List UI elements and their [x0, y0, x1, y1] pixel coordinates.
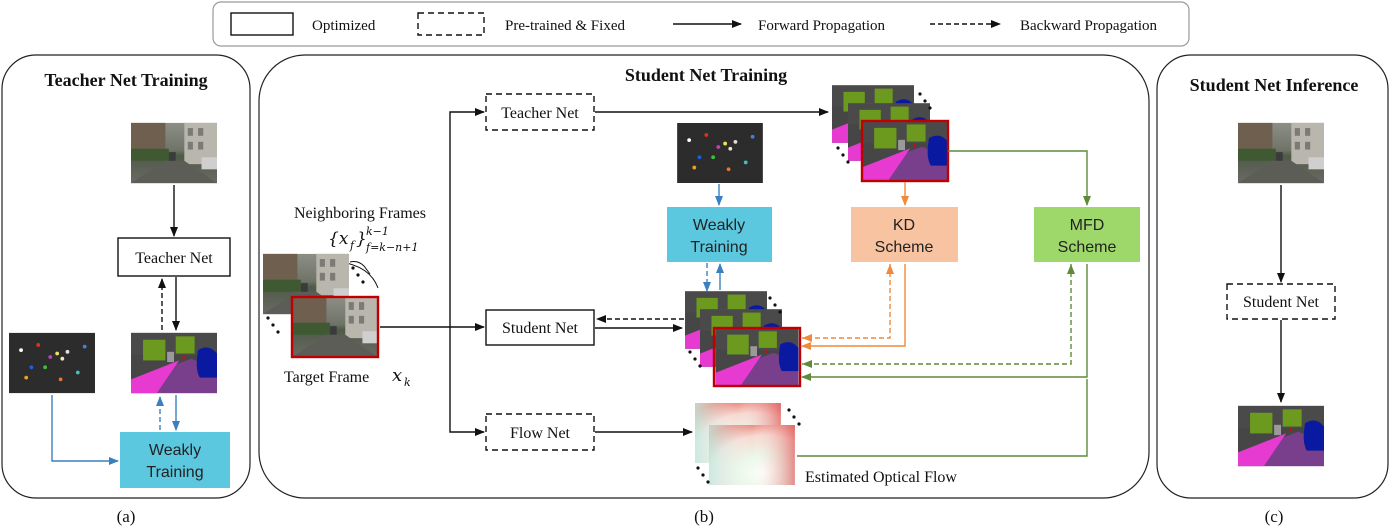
weakly-training-box	[667, 207, 772, 262]
arrow	[797, 379, 1088, 457]
panel-b-title: Student Net Training	[625, 65, 787, 85]
legend-forward: Forward Propagation	[758, 18, 886, 34]
arrow	[948, 150, 1091, 206]
panel-b: Student Net Training Neighboring Frames …	[258, 54, 1150, 526]
mfd-scheme-line2: Scheme	[1058, 239, 1117, 256]
weakly-training-box	[120, 432, 230, 488]
legend-pretrained: Pre-trained & Fixed	[505, 18, 625, 34]
flow-net-label: Flow Net	[510, 425, 571, 442]
panel-c-caption: (c)	[1265, 507, 1284, 526]
panel-b-caption: (b)	[694, 507, 714, 526]
panel-a-title: Teacher Net Training	[44, 70, 207, 90]
target-frame-label: Target Frame	[284, 369, 369, 386]
mfd-scheme-line1: MFD	[1070, 217, 1105, 234]
panel-c-title: Student Net Inference	[1190, 75, 1359, 95]
backward-arrow	[802, 264, 1072, 365]
svg-text:k−1: k−1	[366, 225, 389, 238]
panel-c: Student Net Inference Student Net (c)	[1156, 54, 1389, 526]
optical-flow-image	[709, 425, 795, 485]
student-net-label: Student Net	[1243, 294, 1320, 311]
svg-text:{x: {x	[328, 229, 349, 249]
arrow	[449, 108, 485, 327]
target-frame-image	[292, 297, 378, 357]
panel-c-frame	[1156, 54, 1389, 499]
teacher-net-box	[117, 237, 231, 277]
sparse-label-image	[677, 123, 763, 183]
kd-scheme-line2: Scheme	[875, 239, 934, 256]
svg-text:x: x	[392, 365, 402, 386]
legend-dashed-box-icon	[417, 12, 485, 36]
svg-text:}: }	[356, 229, 367, 249]
legend: Optimized Pre-trained & Fixed Forward Pr…	[212, 1, 1190, 47]
kd-scheme-line1: KD	[893, 217, 915, 234]
weakly-training-line2: Training	[146, 464, 203, 481]
segmentation-output	[1238, 405, 1324, 467]
kd-scheme-box	[851, 207, 958, 262]
legend-backward: Backward Propagation	[1020, 18, 1158, 34]
input-image	[1238, 122, 1324, 184]
target-frame-border	[290, 295, 380, 359]
student-net-box	[485, 309, 595, 346]
teacher-net-label: Teacher Net	[501, 105, 579, 122]
arrow	[801, 264, 906, 350]
student-target-border	[712, 326, 802, 388]
panel-a-caption: (a)	[117, 507, 136, 526]
segmentation-output	[131, 332, 217, 394]
target-frame-symbol: x k	[392, 365, 411, 389]
legend-solid-box-icon	[230, 12, 294, 36]
weakly-training-line1: Weakly	[693, 217, 745, 234]
panel-a: Teacher Net Training Teacher Net Weakly …	[1, 54, 251, 526]
weakly-training-line2: Training	[690, 239, 747, 256]
student-net-label: Student Net	[502, 320, 579, 337]
teacher-prediction-image	[862, 121, 948, 181]
teacher-net-label: Teacher Net	[135, 250, 213, 267]
optical-flow-label: Estimated Optical Flow	[805, 469, 957, 486]
arrow	[801, 264, 1088, 381]
arrow	[51, 395, 119, 465]
svg-text:f=k−n+1: f=k−n+1	[365, 241, 418, 254]
weakly-training-line1: Weakly	[149, 442, 201, 459]
backward-arrow	[802, 264, 891, 339]
neighboring-frames-formula: {x f } k−1 f=k−n+1	[328, 225, 418, 254]
legend-optimized: Optimized	[312, 18, 376, 34]
student-net-box	[1226, 283, 1336, 320]
svg-text:k: k	[404, 376, 411, 389]
student-prediction-image	[715, 328, 799, 386]
teacher-net-box	[485, 93, 595, 131]
sparse-label-image	[9, 332, 95, 394]
mfd-scheme-box	[1034, 207, 1140, 262]
neighboring-frames-label: Neighboring Frames	[294, 205, 426, 222]
input-image	[131, 122, 217, 184]
svg-text:f: f	[349, 239, 356, 252]
flow-net-box	[485, 413, 595, 451]
arrow	[449, 327, 485, 436]
